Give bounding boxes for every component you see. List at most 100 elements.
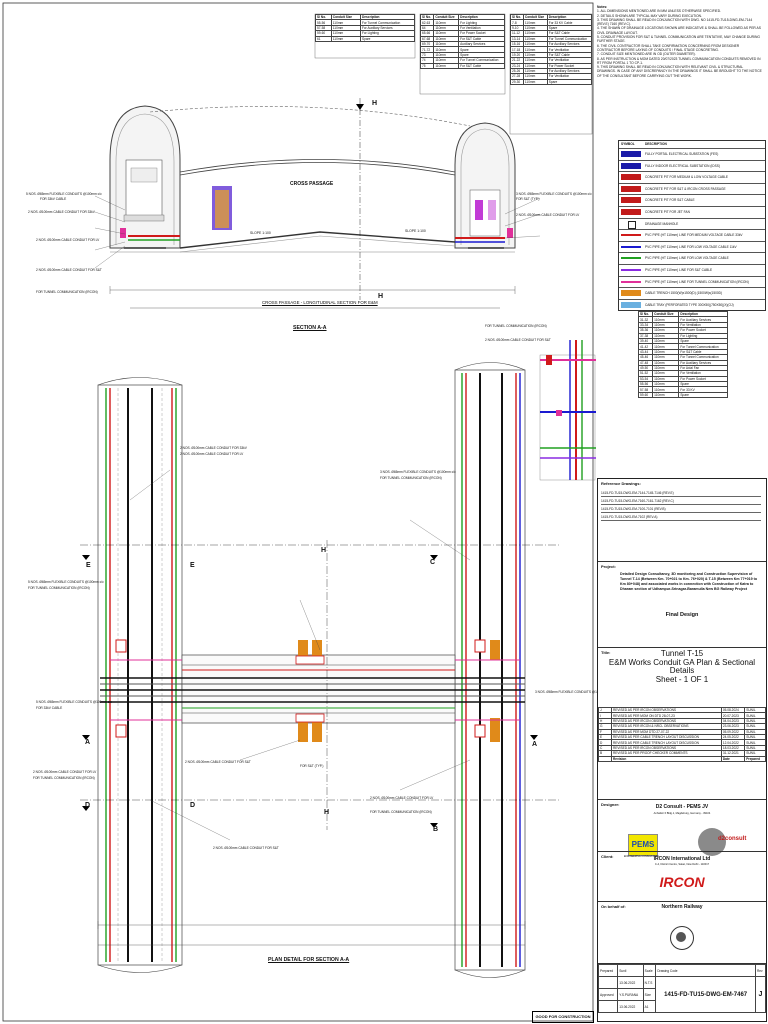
legend-swatch [628,220,636,229]
legend-swatch [621,208,641,215]
good-for-construction-stamp: GOOD FOR CONSTRUCTION [532,1011,594,1023]
legend-row: FULLY INDOOR ELECTRICAL SUBSTATION (IDSS… [619,161,765,173]
legend-table: SYMBOL DESCRIPTION FULLY PORTAL ELECTRIC… [618,140,766,312]
engineering-drawing [2,2,596,1022]
title-section: Title: Tunnel T-15 E&M Works Conduit GA … [598,647,766,683]
project-section: Project: Detailed Design Consultancy, 3D… [598,561,766,624]
legend-row: PVC PIPE (HT 110mm) LINE FOR TUNNEL COMM… [619,277,765,289]
reference-item: 1415-FD-TU15-DWG-EM-7102 (REV.A) [601,515,761,521]
callout-left-4: 2 NOS. Ø100mm CABLE CONDUIT FOR LV [36,238,100,242]
plan-callout-13: 2 NOS. Ø100mm CABLE CONDUIT FOR LV [370,796,434,800]
notes-block: Notes: 1. ALL DIMENSIONS MENTIONED ARE I… [597,5,762,78]
legend-row: CONCRETE PIT FOR JET FAN [619,207,765,219]
plan-callout-5: 5 NOS. Ø65mm FLEXIBLE CONDUITS @100mm c/… [28,580,104,584]
conduit-cross-detail [539,340,596,481]
legend-header: SYMBOL DESCRIPTION [619,141,765,149]
legend-swatch [621,290,641,297]
legend-swatch [621,151,641,157]
plan-callout-12: FOR S&T (TYP.) [300,764,324,768]
legend-swatch [621,234,641,237]
section-mark-h-top: H [372,100,378,107]
plan-detail-title: PLAN DETAIL FOR SECTION A-A [268,957,350,963]
legend-swatch [621,162,641,169]
title-line: Tunnel T-15 [660,649,704,658]
on-behalf-name: Northern Railway [661,904,703,910]
legend-swatch [621,257,641,260]
legend-row: CABLE TRAY (PERFORATED TYPE 300X50)(750X… [619,300,765,311]
project-description: Detailed Design Consultancy, 3D monitori… [620,572,758,591]
legend-row: DRAINAGE MANHOLE [619,219,765,231]
drawing-title: Tunnel T-15 E&M Works Conduit GA Plan & … [598,649,766,684]
note-item: 9. THIS DRAWING SHALL BE READ IN CONJUNC… [597,65,762,78]
drawing-code: 1415-FD-TU15-DWG-EM-7467 [655,976,756,1013]
legend-row: CONCRETE PIT FOR S&T & IRCON CROSS PASSA… [619,184,765,196]
plan-callout-4: FOR TUNNEL COMMUNICATION (IRCON) [380,476,442,480]
designer-address: Anhaltstr 6 Bldg.1, Magdeburg, Germany -… [653,812,711,815]
plan-callout-16: 3 NOS. Ø65mm FLEXIBLE CONDUITS @100mm c/… [535,690,611,694]
legend-swatch [621,245,641,248]
client-section: Client: IRCON International Ltd C-4, Dis… [598,851,766,902]
plan-callout-8: FOR 33kV CABLE [36,706,63,710]
note-item: 7. CONDUIT SIZE MENTIONED ARE IN OD (OUT… [597,52,696,57]
cp-longitudinal-label: CROSS PASSAGE - LONGITUDINAL SECTION FOR… [262,300,378,305]
note-item: 2. DETAILS SHOWN ARE TYPICAL MAY VARY DU… [597,13,702,18]
plan-callout-7: 5 NOS. Ø65mm FLEXIBLE CONDUITS @100mm c/… [36,700,112,704]
section-mark-e-right: E [190,562,195,569]
pems-logo: PEMS [628,834,658,856]
revision-letter: J [754,976,767,1013]
note-item: 8. AS PER INSTRUCTION & MOM DATED 20/07/… [597,56,761,65]
plan-callout-11: 2 NOS. Ø100mm CABLE CONDUIT FOR S&T [185,760,251,764]
callout-right-1: 3 NOS. Ø65mm FLEXIBLE CONDUITS @100mm c/… [516,192,592,196]
legend-swatch [621,280,641,283]
callout-right-2: FOR S&T (TYP.) [516,197,540,201]
cross-passage-label: CROSS PASSAGE [290,181,334,187]
client-address: C-4, District Centre, Saket, New Delhi -… [654,863,710,866]
legend-swatch [621,197,641,204]
plan-callout-14: FOR TUNNEL COMMUNICATION (IRCON) [370,810,432,814]
design-stage: Final Design [665,612,699,618]
legend-swatch [621,185,641,192]
section-mark-c: C [430,559,436,566]
designer-section: Designer: D2 Consult - PEMS JV Anhaltstr… [598,799,766,872]
plan-callout-3: 3 NOS. Ø65mm FLEXIBLE CONDUITS @100mm c/… [380,470,456,474]
callout-left-1: 5 NOS. Ø65mm FLEXIBLE CONDUITS @100mm c/… [26,192,102,196]
plan-callout-6: FOR TUNNEL COMMUNICATION (IRCON) [28,586,90,590]
legend-swatch [621,174,641,181]
callout-left-2: FOR 33kV CABLE [40,197,67,201]
section-aa-view [94,98,541,309]
legend-row: PVC PIPE (HT 110mm) LINE FOR LOW VOLTAGE… [619,242,765,254]
plan-callout-15: 2 NOS. Ø100mm CABLE CONDUIT FOR S&T [213,846,279,850]
legend-swatch [621,268,641,271]
section-mark-e-left: E [86,562,91,569]
plan-callout-10: FOR TUNNEL COMMUNICATION (IRCON) [33,776,95,780]
section-mark-a-right: A [532,741,538,748]
legend-row: PVC PIPE (HT 110mm) LINE FOR S&T CABLE [619,265,765,277]
note-item: 6. THE CIVIL CONTRACTOR SHALL TAKE CONFI… [597,43,740,52]
note-item: 3. THIS DRAWING SHALL BE READ IN CONJUNC… [597,17,753,27]
callout-right-3: 2 NOS. Ø100mm CABLE CONDUIT FOR LV [516,213,580,217]
reference-item: 1415-FD-TU15-DWG-EM-7160-7161-7162 (REV.… [601,499,761,505]
section-mark-h-plan: H [321,547,327,554]
section-mark-h-lower: H [324,809,330,816]
reference-item: 1415-FD-TU15-DWG-EM-7144-7145-7146 (REV.… [601,491,761,497]
callout-left-6: FOR TUNNEL COMMUNICATION (IRCON) [36,290,98,294]
plan-view [80,362,560,978]
note-item: 5. CONDUIT PROVISION FOR S&T & TUNNEL CO… [597,35,760,44]
note-item: 1. ALL DIMENSIONS MENTIONED ARE IN MM UN… [597,9,722,14]
d2consult-logo: d2consult [718,836,747,842]
legend-row: CABLE TRENCH 1500(W)x1500(D) (1500W)x(15… [619,288,765,300]
section-mark-h-bottom: H [378,293,384,300]
legend-swatch [621,301,641,308]
signoff-table: Prepared Sunil Scale Drawing Code Rev 13… [597,964,767,1013]
plan-callout-1: 2 NOS. Ø100mm CABLE CONDUIT FOR 33kV [180,446,247,450]
railway-emblem-icon [670,926,694,950]
title-block: Reference Drawings: 1415-FD-TU15-DWG-EM-… [597,478,767,1022]
